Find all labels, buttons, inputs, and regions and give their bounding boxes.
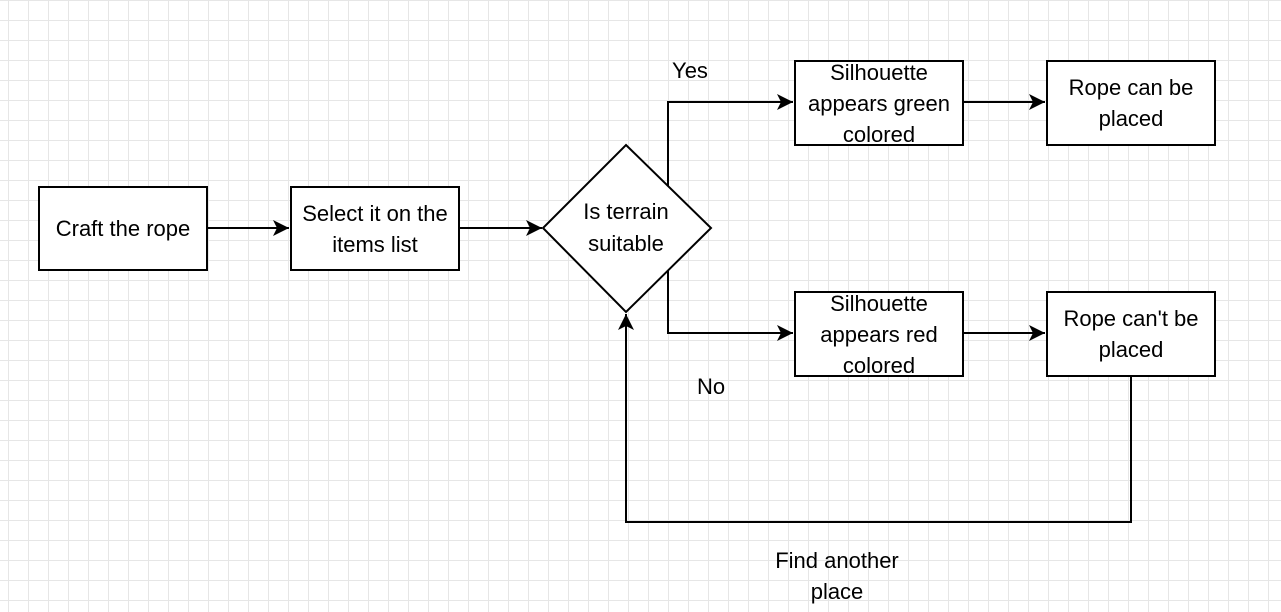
node-craft-rope-label: Craft the rope <box>55 216 191 241</box>
node-craft-rope[interactable]: Craft the rope <box>38 186 208 271</box>
node-silhouette-green-label: Silhouette appears green colored <box>808 59 950 147</box>
node-silhouette-red-label: Silhouette appears red colored <box>820 290 938 378</box>
decision-label-box: Is terrain suitable <box>560 180 692 276</box>
edge-decision-to-red <box>667 270 793 341</box>
node-select-item[interactable]: Select it on the items list <box>290 186 460 271</box>
node-silhouette-red[interactable]: Silhouette appears red colored <box>794 291 964 378</box>
edge-label-no: No <box>696 374 726 399</box>
decision-label: Is terrain suitable <box>583 199 669 256</box>
edge-decision-to-green <box>667 94 793 186</box>
node-rope-not-placed-label: Rope can't be placed <box>1063 306 1199 362</box>
edge-label-yes: Yes <box>672 58 708 83</box>
node-rope-not-placed[interactable]: Rope can't be placed <box>1046 291 1216 377</box>
edge-label-find-another-place: Find another place <box>775 548 899 604</box>
decision-diamond[interactable] <box>541 143 713 314</box>
node-rope-placed-label: Rope can be placed <box>1068 75 1194 131</box>
node-select-item-label: Select it on the items list <box>302 200 448 257</box>
node-rope-placed[interactable]: Rope can be placed <box>1046 60 1216 146</box>
edge-retry-loop <box>618 314 1132 523</box>
node-silhouette-green[interactable]: Silhouette appears green colored <box>794 60 964 147</box>
